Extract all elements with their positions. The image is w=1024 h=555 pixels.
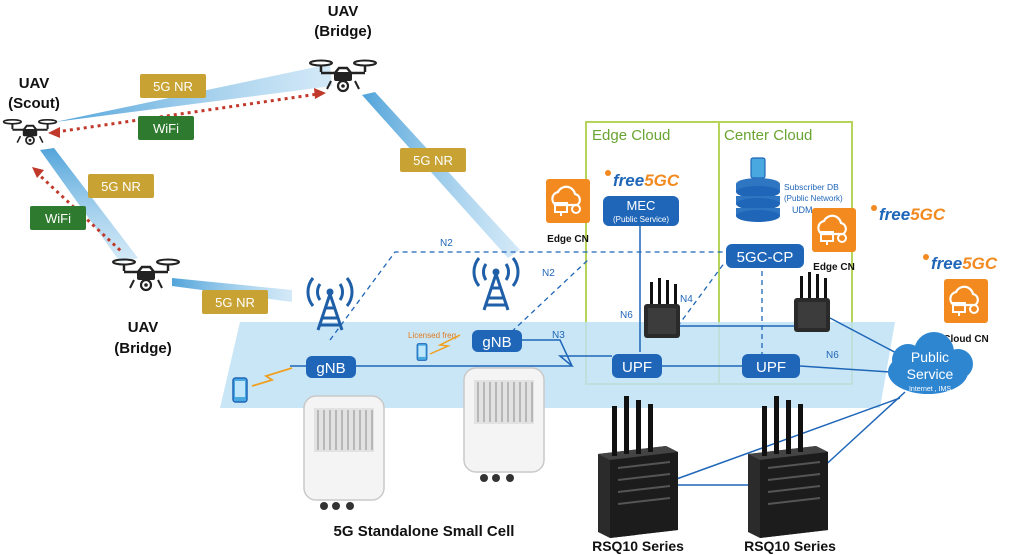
ran-band: [220, 322, 895, 408]
small-cell-left: [303, 395, 385, 511]
uav-scout-role: (Scout): [8, 95, 60, 112]
wifi-badge-left: WiFi: [30, 206, 86, 230]
svg-text:Internet , IMS: Internet , IMS: [909, 386, 951, 393]
uav-scout-title: UAV: [19, 75, 50, 92]
n6-label-a: N6: [620, 310, 633, 321]
n2-line-a: [329, 251, 725, 341]
svg-text:WiFi: WiFi: [45, 211, 71, 226]
svg-text:UPF: UPF: [756, 359, 786, 376]
subscriber-db-database-icon: [736, 157, 780, 222]
n4-line: [671, 261, 726, 335]
svg-text:Service: Service: [907, 366, 954, 382]
edge-router-icon: [644, 278, 680, 338]
free5gc-logo-center: free5GC: [871, 205, 946, 224]
5gc-cp-node: 5GC-CP: [726, 244, 804, 268]
rsq10-right-caption: RSQ10 Series: [744, 538, 836, 554]
uav-bridge-bottom-drone-icon: [111, 258, 181, 292]
edge-cn-left-label: Edge CN: [547, 234, 589, 245]
nr-badge-diag: 5G NR: [400, 148, 466, 172]
nr-badge-bottom: 5G NR: [202, 290, 268, 314]
nr-beam-left: [40, 148, 138, 262]
cloud-cn-label: Cloud CN: [943, 334, 989, 345]
svg-text:MEC: MEC: [627, 198, 656, 213]
wifi-badge-top: WiFi: [138, 116, 194, 140]
svg-text:free5GC: free5GC: [931, 254, 998, 273]
gnb2-node: gNB: [472, 330, 522, 352]
uav-bridge-bottom-title: UAV: [128, 319, 159, 336]
svg-text:gNB: gNB: [482, 334, 511, 351]
nr-badge-top: 5G NR: [140, 74, 206, 98]
gnb2-cell-tower-icon: [472, 256, 520, 312]
rsq10-left-caption: RSQ10 Series: [592, 538, 684, 554]
subscriber-db-sub: (Public Network): [784, 194, 843, 203]
free5gc-logo-cloud: free5GC: [923, 254, 998, 273]
svg-text:5G NR: 5G NR: [101, 179, 141, 194]
public-rsq-long-line: [659, 397, 901, 486]
n2-line-b: [504, 257, 591, 339]
nr-beam-diag: [362, 92, 520, 258]
uav-bridge-top-role: (Bridge): [314, 23, 372, 40]
svg-text:5G NR: 5G NR: [413, 153, 453, 168]
public-rsq-line: [819, 391, 906, 471]
uav-bridge-bottom-role: (Bridge): [114, 340, 172, 357]
gnb1-node: gNB: [306, 356, 356, 378]
upf-edge-node: UPF: [612, 354, 662, 378]
svg-text:(Public Service): (Public Service): [613, 215, 669, 224]
free5gc-logo-edge: free5GC: [605, 170, 680, 190]
svg-text:free5GC: free5GC: [879, 205, 946, 224]
edge-cn-right-label: Edge CN: [813, 262, 855, 273]
subscriber-db-udm: UDM: [792, 205, 813, 215]
subscriber-db-label: Subscriber DB: [784, 182, 839, 192]
nr-badge-left: 5G NR: [88, 174, 154, 198]
svg-text:Public: Public: [911, 349, 949, 365]
upf-center-node: UPF: [742, 354, 800, 378]
mec-node: MEC (Public Service): [603, 196, 679, 226]
svg-text:WiFi: WiFi: [153, 121, 179, 136]
svg-text:UPF: UPF: [622, 359, 652, 376]
uav-scout-drone-icon: [2, 118, 58, 146]
edge-cn-right-cloud-gear-icon: [810, 206, 858, 254]
phone-left-smartphone-icon: [232, 377, 248, 403]
small-cell-right: [463, 367, 545, 483]
rsq10-right-router-icon: [747, 395, 829, 539]
n2-label-a: N2: [440, 238, 453, 249]
edge-cn-left-cloud-gear-icon: [544, 177, 592, 225]
n3-line: [505, 339, 573, 367]
router-public-line: [829, 317, 903, 357]
n3-label: N3: [552, 330, 565, 341]
n4-label: N4: [680, 294, 693, 305]
public-service-cloud: Public Service Internet , IMS: [888, 332, 973, 394]
uav-bridge-top-title: UAV: [328, 3, 359, 20]
svg-text:5G NR: 5G NR: [215, 295, 255, 310]
gnb1-gnb2-line: [290, 355, 612, 367]
n6-label-b: N6: [826, 350, 839, 361]
n2-label-b: N2: [542, 268, 555, 279]
svg-text:5G NR: 5G NR: [153, 79, 193, 94]
rsq10-left-router-icon: [597, 395, 679, 539]
svg-text:gNB: gNB: [316, 360, 345, 377]
svg-text:5GC-CP: 5GC-CP: [737, 249, 794, 266]
center-router-icon: [794, 272, 830, 332]
upf-public-line: [799, 365, 891, 373]
phone-near-gnb2-smartphone-icon: [416, 343, 428, 361]
licensed-freq-label: Licensed freq.: [408, 331, 458, 340]
edge-cloud-title: Edge Cloud: [592, 127, 670, 144]
center-cloud-title: Center Cloud: [724, 127, 812, 144]
small-cell-caption: 5G Standalone Small Cell: [334, 523, 515, 540]
wifi-link-top: [55, 92, 319, 134]
svg-text:free5GC: free5GC: [613, 171, 680, 190]
cloud-cn-cloud-gear-icon: [942, 277, 990, 325]
